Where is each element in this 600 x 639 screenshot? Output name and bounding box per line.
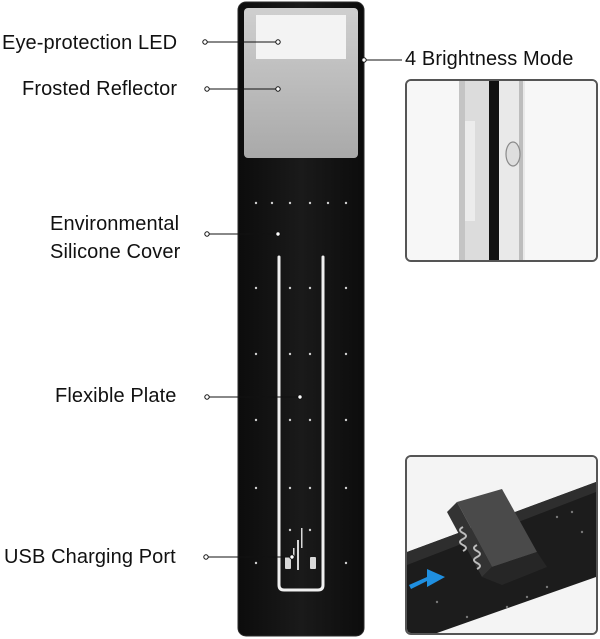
label-brightness-mode: 4 Brightness Mode [405,48,574,70]
leader-lines [205,41,402,558]
device-body [237,1,365,637]
led-window [256,15,346,59]
springs [459,526,481,570]
power-button-icon [505,141,521,167]
surface-dots [254,201,348,565]
usb-port [285,528,316,570]
label-cover-line2: Silicone Cover [50,241,181,263]
label-eye-protection-led: Eye-protection LED [2,32,178,54]
label-flexible-plate: Flexible Plate [55,385,177,407]
label-usb-charging-port: USB Charging Port [4,546,176,568]
clip-closeup-inset [405,455,598,635]
flexible-plate-outline [277,255,325,592]
blue-arrow-icon [409,569,445,589]
button-closeup-inset [405,79,598,262]
clip-closeup-illustration [407,457,596,633]
button-closeup-illustration [407,81,596,260]
leader-endpoints [202,39,367,560]
label-cover-line1: Environmental [50,213,180,235]
label-frosted-reflector: Frosted Reflector [22,78,178,100]
